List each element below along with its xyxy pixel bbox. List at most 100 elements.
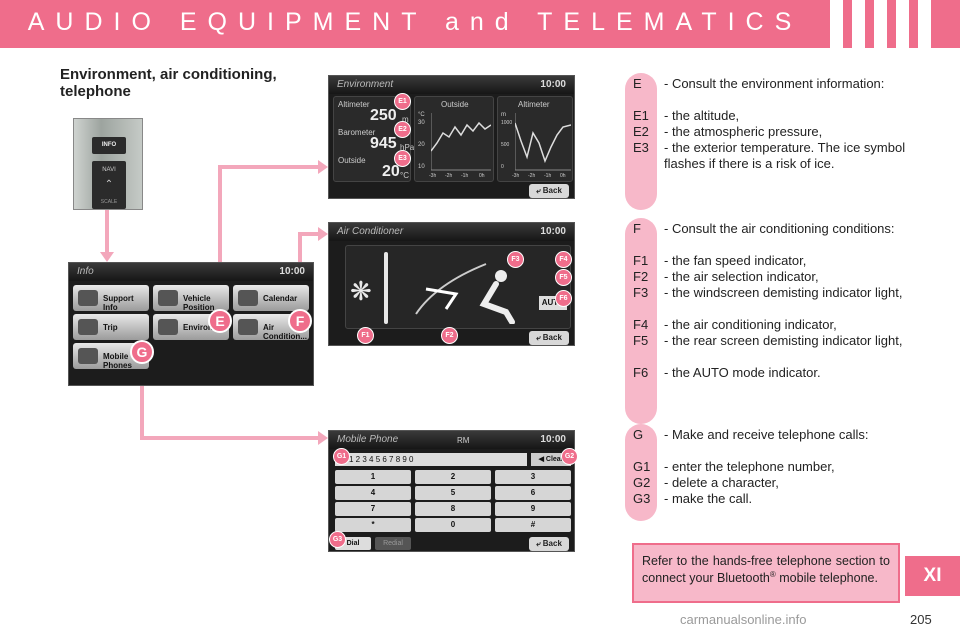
info-hard-button[interactable]: INFO [92, 137, 126, 154]
vehicle-position-button[interactable]: Vehicle Position [153, 285, 229, 312]
key-4[interactable]: 4 [335, 486, 411, 500]
arrow-right-icon [318, 431, 328, 445]
back-button[interactable]: ⤶ Back [529, 331, 569, 345]
calendar-icon [238, 290, 258, 306]
item-code: G3 [633, 491, 651, 506]
badge-g1: G1 [333, 448, 350, 465]
graph-tick: 10 [418, 164, 425, 170]
key-3[interactable]: 3 [495, 470, 571, 484]
mobile-phone-screen: Mobile Phone RM 10:00 1 2 3 4 5 6 7 8 9 … [328, 430, 575, 552]
item-code: F2 [633, 269, 649, 284]
fan-icon: ❋ [350, 276, 372, 306]
back-label: Back [542, 333, 562, 342]
airflow-icon [238, 319, 258, 335]
registered-mark: ® [769, 570, 776, 579]
temperature-curve [431, 113, 491, 171]
marker-f: F [288, 309, 312, 333]
badge-e1: E1 [394, 93, 411, 110]
header-stripe [896, 0, 909, 48]
bluetooth-note: Refer to the hands-free telephone sectio… [632, 543, 900, 603]
screen-titlebar [329, 431, 574, 449]
screen-titlebar [329, 76, 574, 94]
badge-f5: F5 [555, 269, 572, 286]
item-text: - the air selection indicator, [664, 269, 819, 284]
key-8[interactable]: 8 [415, 502, 491, 516]
trip-icon [78, 319, 98, 335]
graph-tick: 1000 [501, 120, 513, 126]
key-6[interactable]: 6 [495, 486, 571, 500]
back-button[interactable]: ⤶ Back [529, 537, 569, 551]
screen-titlebar [329, 223, 574, 241]
calendar-button[interactable]: Calendar [233, 285, 309, 311]
support-info-button[interactable]: Support Info [73, 285, 149, 312]
screen-clock: 10:00 [540, 79, 566, 90]
outside-label: Outside [338, 156, 366, 165]
item-text: - the exterior temperature. The ice symb… [664, 140, 906, 171]
key-hash[interactable]: # [495, 518, 571, 532]
key-5[interactable]: 5 [415, 486, 491, 500]
item-text: - the windscreen demisting indicator lig… [664, 285, 903, 300]
fan-speed-bar [384, 252, 388, 324]
clear-label: Clear [545, 456, 564, 463]
time-tick: -3h [512, 173, 520, 179]
item-code: F [633, 221, 641, 236]
time-tick: 0h [479, 173, 485, 179]
key-1[interactable]: 1 [335, 470, 411, 484]
readings-panel: Altimeter 250 m Barometer 945 hPa Outsid… [333, 96, 415, 182]
arrow-right-icon [318, 227, 328, 241]
graph-title: Altimeter [518, 100, 550, 109]
outside-unit: °C [400, 171, 409, 180]
barometer-unit: hPa [400, 143, 415, 152]
altimeter-graph-panel: Altimeter m 1000 500 0 -3h -2h -1h 0h [497, 96, 573, 182]
control-panel-photo: INFO NAVI ⌃ SCALE [73, 118, 143, 210]
car-icon [158, 290, 178, 306]
badge-f6: F6 [555, 290, 572, 307]
connector-line [218, 165, 323, 169]
key-9[interactable]: 9 [495, 502, 571, 516]
screen-titlebar [69, 263, 313, 281]
screen-title: Info [77, 266, 94, 277]
back-button[interactable]: ⤶ Back [529, 184, 569, 198]
key-2[interactable]: 2 [415, 470, 491, 484]
badge-f2: F2 [441, 327, 458, 344]
phone-number-field[interactable]: 1 2 3 4 5 6 7 8 9 0 [335, 453, 527, 466]
header-stripe [874, 0, 887, 48]
item-code: E [633, 76, 642, 91]
connector-line [218, 165, 222, 321]
outside-graph-panel: Outside °C 30 20 10 -3h -2h -1h 0h [414, 96, 494, 182]
navi-hard-button[interactable]: NAVI [102, 167, 116, 173]
marker-g: G [130, 340, 154, 364]
header-title: AUDIO EQUIPMENT and TELEMATICS [27, 8, 803, 36]
item-code: E1 [633, 108, 649, 123]
screen-clock: 10:00 [540, 226, 566, 237]
time-tick: 0h [560, 173, 566, 179]
altimeter-value: 250 [370, 107, 397, 124]
key-star[interactable]: * [335, 518, 411, 532]
note-text: Refer to the hands-free telephone sectio… [642, 554, 890, 586]
graph-unit: °C [418, 112, 425, 118]
badge-e3: E3 [394, 150, 411, 167]
graph-unit: m [501, 112, 506, 118]
graph-title: Outside [441, 100, 469, 109]
item-text: - the altitude, [664, 108, 740, 123]
group-bar-e [625, 73, 657, 210]
scale-hard-button[interactable]: SCALE [100, 199, 118, 205]
key-7[interactable]: 7 [335, 502, 411, 516]
altimeter-unit: m [402, 115, 409, 124]
connector-line [140, 360, 144, 438]
seat-airflow-icon [415, 263, 515, 324]
back-label: Back [542, 186, 562, 195]
key-0[interactable]: 0 [415, 518, 491, 532]
item-code: G [633, 427, 644, 442]
time-tick: -1h [461, 173, 469, 179]
screen-clock: 10:00 [540, 434, 566, 445]
badge-f4: F4 [555, 251, 572, 268]
barometer-label: Barometer [338, 128, 376, 137]
trip-button[interactable]: Trip [73, 314, 149, 340]
back-icon: ⤶ [536, 539, 543, 548]
item-code: F3 [633, 285, 649, 300]
tree-icon [158, 319, 178, 335]
marker-e: E [208, 309, 232, 333]
redial-button[interactable]: Redial [375, 537, 411, 550]
group-bar-g [625, 424, 657, 521]
